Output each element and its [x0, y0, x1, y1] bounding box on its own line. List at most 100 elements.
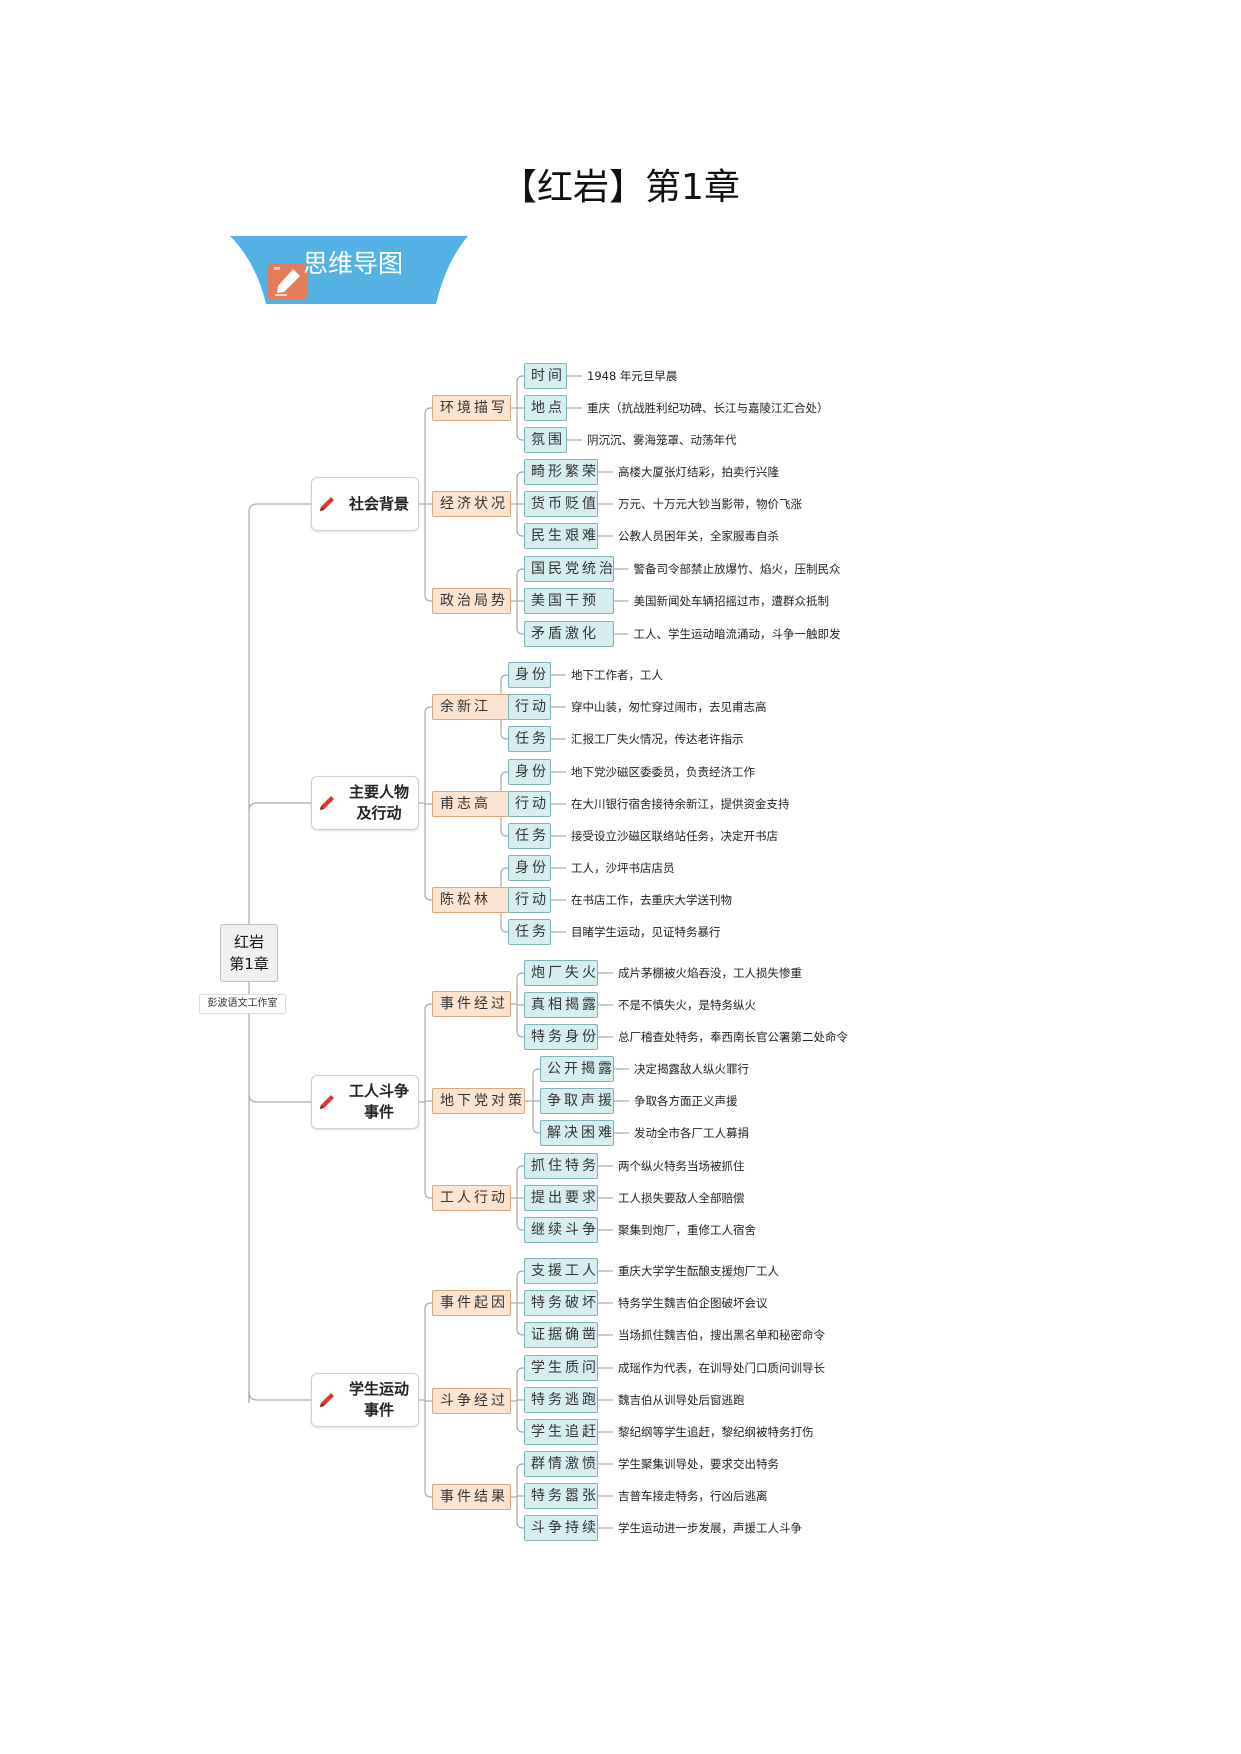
topic-detail-4-3-3: 学生运动进一步发展，声援工人斗争	[618, 1521, 802, 1535]
root-node: 红岩 第1章	[220, 924, 278, 982]
topic-detail-1-1-2: 重庆（抗战胜利纪功碑、长江与嘉陵江汇合处）	[587, 401, 829, 415]
topic-node-3-2-1: 公开揭露	[540, 1056, 614, 1082]
group-node-4-1: 事件起因	[432, 1290, 511, 1316]
group-node-3-3: 工人行动	[432, 1185, 511, 1211]
topic-node-3-3-3: 继续斗争	[524, 1217, 598, 1243]
topic-node-1-3-1: 国民党统治	[524, 556, 614, 582]
banner-label: 思维导图	[303, 249, 404, 278]
topic-detail-4-1-2: 特务学生魏吉伯企图破坏会议	[618, 1296, 768, 1310]
group-node-3-1: 事件经过	[432, 991, 511, 1017]
group-node-1-2: 经济状况	[432, 491, 511, 517]
branch-label-line-1: 工人斗争	[348, 1082, 409, 1100]
topic-node-3-2-2: 争取声援	[540, 1088, 614, 1114]
root-line-2: 第1章	[229, 955, 269, 973]
topic-detail-1-1-3: 阴沉沉、雾海笼罩、动荡年代	[587, 433, 737, 447]
topic-node-4-1-2: 特务破坏	[524, 1290, 598, 1316]
topic-node-4-2-1: 学生质问	[524, 1355, 598, 1381]
topic-detail-4-2-1: 成瑶作为代表，在训导处门口质问训导长	[618, 1361, 825, 1375]
topic-detail-2-1-3: 汇报工厂失火情况，传达老许指示	[571, 732, 744, 746]
topic-detail-4-2-2: 魏吉伯从训导处后窗逃跑	[618, 1393, 745, 1407]
topic-node-4-1-3: 证据确凿	[524, 1322, 598, 1348]
topic-node-2-1-1: 身份	[508, 662, 551, 688]
topic-node-2-3-1: 身份	[508, 855, 551, 881]
topic-node-2-2-3: 任务	[508, 823, 551, 849]
branch-label-line-1: 学生运动	[348, 1380, 409, 1398]
topic-detail-2-2-2: 在大川银行宿舍接待余新江，提供资金支持	[571, 797, 790, 811]
topic-detail-3-3-2: 工人损失要敌人全部赔偿	[618, 1191, 745, 1205]
topic-node-3-1-3: 特务身份	[524, 1024, 598, 1050]
topic-node-2-2-2: 行动	[508, 791, 551, 817]
topic-node-4-1-1: 支援工人	[524, 1258, 598, 1284]
topic-detail-1-2-1: 高楼大厦张灯结彩，拍卖行兴隆	[618, 465, 779, 479]
pencil-icon	[320, 1393, 334, 1407]
topic-node-1-2-1: 畸形繁荣	[524, 459, 598, 485]
topic-detail-1-2-2: 万元、十万元大钞当影带，物价飞涨	[618, 497, 802, 511]
group-node-4-3: 事件结果	[432, 1484, 511, 1510]
topic-node-1-1-3: 氛围	[524, 427, 567, 453]
group-node-1-1: 环境描写	[432, 395, 511, 421]
branch-node-2: 主要人物及行动	[311, 776, 419, 830]
topic-node-4-3-1: 群情激愤	[524, 1451, 598, 1477]
topic-detail-3-3-1: 两个纵火特务当场被抓住	[618, 1159, 745, 1173]
topic-detail-3-1-1: 成片茅棚被火焰吞没，工人损失惨重	[618, 966, 802, 980]
topic-node-1-1-1: 时间	[524, 363, 567, 389]
topic-detail-3-2-2: 争取各方面正义声援	[634, 1094, 738, 1108]
branch-node-1: 社会背景	[311, 477, 419, 531]
topic-detail-1-2-3: 公教人员困年关，全家服毒自杀	[618, 529, 779, 543]
topic-detail-4-1-1: 重庆大学学生酝酿支援炮厂工人	[618, 1264, 779, 1278]
branch-node-3: 工人斗争事件	[311, 1075, 419, 1129]
topic-detail-2-3-2: 在书店工作，去重庆大学送刊物	[571, 893, 732, 907]
topic-detail-2-2-3: 接受设立沙磁区联络站任务，决定开书店	[571, 829, 778, 843]
topic-detail-4-1-3: 当场抓住魏吉伯，搜出黑名单和秘密命令	[618, 1328, 825, 1342]
topic-node-4-3-2: 特务嚣张	[524, 1483, 598, 1509]
topic-detail-3-2-1: 决定揭露敌人纵火罪行	[634, 1062, 749, 1076]
group-node-1-3: 政治局势	[432, 588, 511, 614]
topic-detail-2-1-1: 地下工作者，工人	[571, 668, 663, 682]
branch-label-line-2: 事件	[363, 1401, 394, 1419]
group-node-2-3: 陈松林	[432, 887, 511, 913]
topic-detail-4-3-2: 吉普车接走特务，行凶后逃离	[618, 1489, 768, 1503]
branch-label: 主要人物及行动	[340, 782, 418, 824]
branch-label-line-2: 及行动	[356, 804, 402, 822]
edit-note-icon	[267, 263, 307, 300]
pencil-icon	[320, 497, 334, 511]
topic-node-4-3-3: 斗争持续	[524, 1515, 598, 1541]
topic-detail-2-3-1: 工人，沙坪书店店员	[571, 861, 675, 875]
group-node-3-2: 地下党对策	[432, 1088, 525, 1114]
topic-detail-1-3-2: 美国新闻处车辆招摇过市，遭群众抵制	[633, 594, 830, 608]
topic-node-3-3-2: 提出要求	[524, 1185, 598, 1211]
topic-detail-2-2-1: 地下党沙磁区委委员，负责经济工作	[571, 765, 755, 779]
topic-node-4-2-3: 学生追赶	[524, 1419, 598, 1445]
topic-node-1-2-3: 民生艰难	[524, 523, 598, 549]
topic-node-3-1-2: 真相揭露	[524, 992, 598, 1018]
topic-node-1-2-2: 货币贬值	[524, 491, 598, 517]
topic-detail-4-2-3: 黎纪纲等学生追赶，黎纪纲被特务打伤	[618, 1425, 814, 1439]
topic-node-3-2-3: 解决困难	[540, 1120, 614, 1146]
pencil-icon	[320, 796, 334, 810]
topic-node-3-3-1: 抓住特务	[524, 1153, 598, 1179]
pencil-icon	[320, 1095, 334, 1109]
page-title: 【红岩】第1章	[501, 167, 740, 208]
root-line-1: 红岩	[233, 933, 264, 951]
topic-detail-3-1-2: 不是不慎失火，是特务纵火	[618, 998, 756, 1012]
topic-detail-1-1-1: 1948 年元旦早晨	[587, 369, 678, 383]
topic-detail-1-3-1: 警备司令部禁止放爆竹、焰火，压制民众	[633, 562, 841, 576]
branch-label-line-2: 事件	[363, 1103, 394, 1121]
topic-detail-3-1-3: 总厂稽查处特务，奉西南长官公署第二处命令	[618, 1030, 848, 1044]
topic-detail-2-1-2: 穿中山装，匆忙穿过闹市，去见甫志高	[571, 700, 767, 714]
group-node-4-2: 斗争经过	[432, 1388, 511, 1414]
topic-detail-3-2-3: 发动全市各厂工人募捐	[634, 1126, 749, 1140]
topic-node-2-3-3: 任务	[508, 919, 551, 945]
branch-label-line-1: 主要人物	[348, 783, 409, 801]
topic-node-2-3-2: 行动	[508, 887, 551, 913]
topic-detail-1-3-3: 工人、学生运动暗流涌动，斗争一触即发	[633, 627, 841, 641]
topic-detail-3-3-3: 聚集到炮厂，重修工人宿舍	[618, 1223, 756, 1237]
topic-node-3-1-1: 炮厂失火	[524, 960, 598, 986]
topic-node-4-2-2: 特务逃跑	[524, 1387, 598, 1413]
branch-label-line-1: 社会背景	[348, 494, 409, 513]
topic-node-2-1-2: 行动	[508, 694, 551, 720]
branch-label: 工人斗争事件	[340, 1081, 418, 1123]
topic-node-1-3-2: 美国干预	[524, 588, 614, 614]
branch-label: 学生运动事件	[340, 1379, 418, 1421]
